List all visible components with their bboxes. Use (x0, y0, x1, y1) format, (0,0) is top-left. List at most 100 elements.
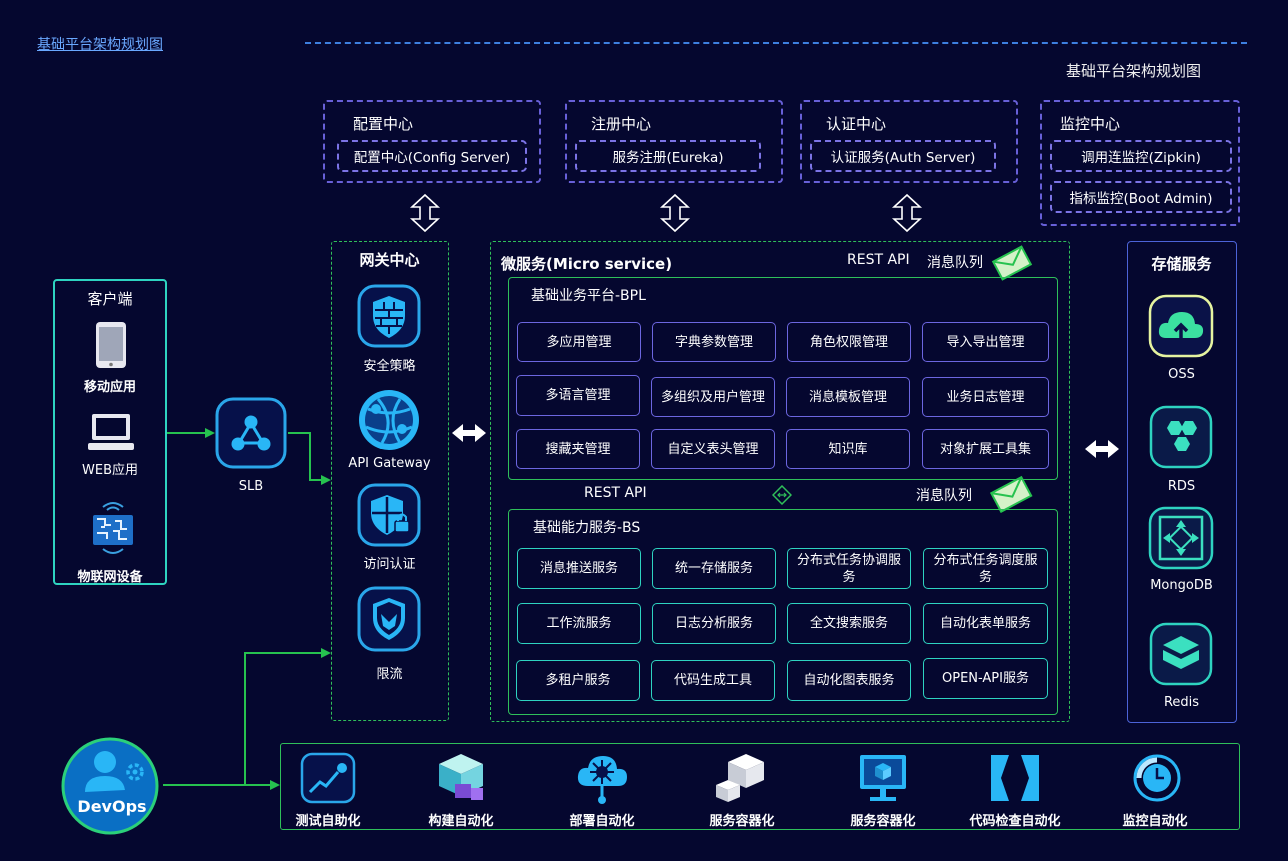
envelope-icon (989, 475, 1033, 513)
header-divider (305, 42, 1247, 44)
bpl-module[interactable]: 多组织及用户管理 (651, 377, 775, 417)
monitor-center-title: 监控中心 (1060, 115, 1121, 133)
monitor-cube-icon (860, 755, 906, 801)
bs-module[interactable]: 分布式任务调度服务 (923, 548, 1048, 589)
double-arrow-horizontal-icon (452, 424, 486, 442)
double-arrow-horizontal-icon (1085, 440, 1119, 458)
mid-rest-api-label: REST API (584, 485, 647, 501)
auth-center-title: 认证中心 (826, 115, 887, 133)
devops-item-label: 监控自动化 (1122, 814, 1188, 829)
devops-item-label: 测试自助化 (295, 814, 361, 829)
devops-box (280, 743, 1240, 830)
container-boxes-icon (716, 754, 764, 802)
bpl-title: 基础业务平台-BPL (531, 288, 646, 304)
bs-module[interactable]: 工作流服务 (517, 603, 641, 644)
redis-layers-icon (1149, 622, 1213, 686)
bpl-module[interactable]: 对象扩展工具集 (922, 429, 1049, 469)
storage-box: 存储服务 OSS RDS MongoDB Redis (1127, 241, 1237, 723)
web-app-label: WEB应用 (82, 463, 138, 478)
storage-title: 存储服务 (1151, 255, 1212, 273)
auth-center-box: 认证中心 认证服务(Auth Server) (800, 100, 1018, 183)
computer-icon (88, 414, 134, 450)
bs-module[interactable]: OPEN-API服务 (923, 658, 1048, 699)
monitor-center-box: 监控中心 调用连监控(Zipkin) 指标监控(Boot Admin) (1040, 100, 1240, 226)
build-cubes-icon (439, 754, 483, 800)
bpl-module[interactable]: 知识库 (786, 429, 910, 469)
bpl-module[interactable]: 字典参数管理 (652, 322, 776, 362)
link-diamond-icon (772, 485, 792, 505)
envelope-icon (991, 245, 1033, 281)
shield-limit-icon (357, 586, 421, 652)
boot-admin-item[interactable]: 指标监控(Boot Admin) (1050, 181, 1232, 213)
zipkin-item[interactable]: 调用连监控(Zipkin) (1050, 140, 1232, 172)
bs-title: 基础能力服务-BS (533, 520, 641, 536)
code-check-icon (991, 755, 1039, 801)
registry-center-title: 注册中心 (591, 115, 652, 133)
bpl-module[interactable]: 业务日志管理 (922, 377, 1049, 417)
oss-label: OSS (1168, 367, 1195, 382)
registry-center-box: 注册中心 服务注册(Eureka) (565, 100, 783, 183)
bpl-module[interactable]: 消息模板管理 (786, 377, 910, 417)
bs-module[interactable]: 消息推送服务 (517, 548, 641, 589)
bpl-module[interactable]: 多语言管理 (516, 375, 640, 416)
globe-network-icon (359, 390, 419, 450)
redis-label: Redis (1163, 695, 1200, 710)
config-center-title: 配置中心 (353, 115, 414, 133)
eureka-item[interactable]: 服务注册(Eureka) (575, 140, 761, 172)
iot-chip-icon (93, 502, 133, 554)
client-box: 客户端 移动应用 WEB应用 物联网设备 (53, 279, 167, 585)
bs-module[interactable]: 统一存储服务 (652, 548, 776, 589)
page-title: 基础平台架构规划图 (1066, 62, 1202, 80)
bpl-box: 基础业务平台-BPL (508, 277, 1058, 480)
hexagon-cluster-icon (1149, 405, 1213, 469)
double-arrow-vertical-icon (659, 193, 691, 233)
network-share-icon (215, 397, 287, 469)
header-link[interactable]: 基础平台架构规划图 (37, 37, 163, 53)
cloud-upload-icon (1148, 294, 1214, 358)
bpl-module[interactable]: 角色权限管理 (787, 322, 911, 362)
auth-server-item[interactable]: 认证服务(Auth Server) (810, 140, 996, 172)
top-message-queue-label: 消息队列 (927, 255, 983, 271)
config-server-item[interactable]: 配置中心(Config Server) (337, 140, 527, 172)
devops-label: DevOps (77, 797, 147, 816)
bs-module[interactable]: 多租户服务 (516, 660, 640, 701)
test-chart-icon (300, 752, 356, 804)
devops-item-label: 服务容器化 (709, 814, 775, 829)
deploy-cloud-icon (577, 756, 627, 804)
devops-item-label: 服务容器化 (850, 814, 916, 829)
config-center-box: 配置中心 配置中心(Config Server) (323, 100, 541, 183)
bpl-module[interactable]: 搜藏夹管理 (516, 429, 640, 469)
devops-avatar-icon[interactable] (59, 736, 165, 836)
shield-lock-icon (357, 483, 421, 547)
firewall-shield-icon (357, 284, 421, 348)
access-auth-label: 访问认证 (363, 557, 416, 572)
mobile-app-label: 移动应用 (83, 380, 136, 395)
mongodb-label: MongoDB (1150, 578, 1213, 593)
devops-item-label: 代码检查自动化 (969, 814, 1061, 829)
bs-module[interactable]: 代码生成工具 (651, 660, 775, 701)
api-gateway-label: API Gateway (348, 456, 431, 471)
mongodb-frame-icon (1148, 506, 1214, 570)
bpl-module[interactable]: 导入导出管理 (922, 322, 1049, 362)
microservice-box: 微服务(Micro service) REST API 消息队列 REST AP… (490, 241, 1070, 722)
monitor-clock-icon (1133, 754, 1181, 802)
bpl-module[interactable]: 多应用管理 (517, 322, 641, 362)
rate-limit-label: 限流 (376, 667, 403, 682)
devops-item-label: 部署自动化 (569, 814, 635, 829)
bs-module[interactable]: 全文搜索服务 (787, 603, 911, 644)
top-rest-api-label: REST API (847, 252, 910, 268)
microservice-title: 微服务(Micro service) (501, 255, 673, 273)
bs-module[interactable]: 自动化图表服务 (787, 660, 911, 701)
bs-module[interactable]: 分布式任务协调服务 (787, 548, 911, 589)
slb-label: SLB (238, 479, 264, 494)
security-policy-label: 安全策略 (363, 359, 416, 374)
devops-item-label: 构建自动化 (428, 814, 494, 829)
iot-device-label: 物联网设备 (77, 570, 143, 585)
rds-label: RDS (1167, 479, 1196, 494)
bs-module[interactable]: 自动化表单服务 (923, 603, 1048, 644)
bs-module[interactable]: 日志分析服务 (652, 603, 776, 644)
bpl-module[interactable]: 自定义表头管理 (651, 429, 775, 469)
gateway-box: 网关中心 安全策略 API Gateway 访问认证 限流 (331, 241, 449, 721)
double-arrow-vertical-icon (409, 193, 441, 233)
